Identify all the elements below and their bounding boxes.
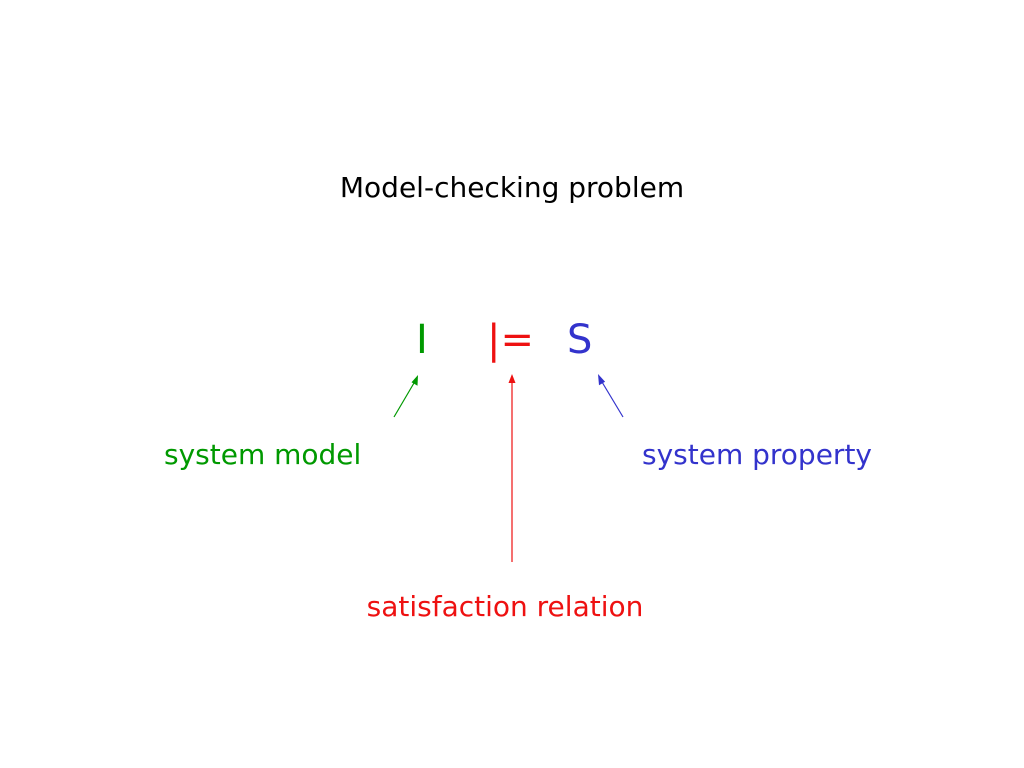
label-system-model: system model: [164, 438, 362, 471]
formula-implementation-symbol: I: [416, 317, 428, 363]
label-system-property: system property: [642, 438, 872, 471]
label-satisfaction-relation: satisfaction relation: [366, 590, 644, 623]
formula-relation-symbol: |=: [487, 317, 534, 363]
formula-specification-symbol: S: [567, 317, 593, 363]
slide-title: Model-checking problem: [339, 171, 685, 204]
arrow-satisfaction-relation: [508, 374, 516, 562]
arrow-system-property: [598, 374, 624, 418]
arrow-system-model: [393, 375, 418, 418]
